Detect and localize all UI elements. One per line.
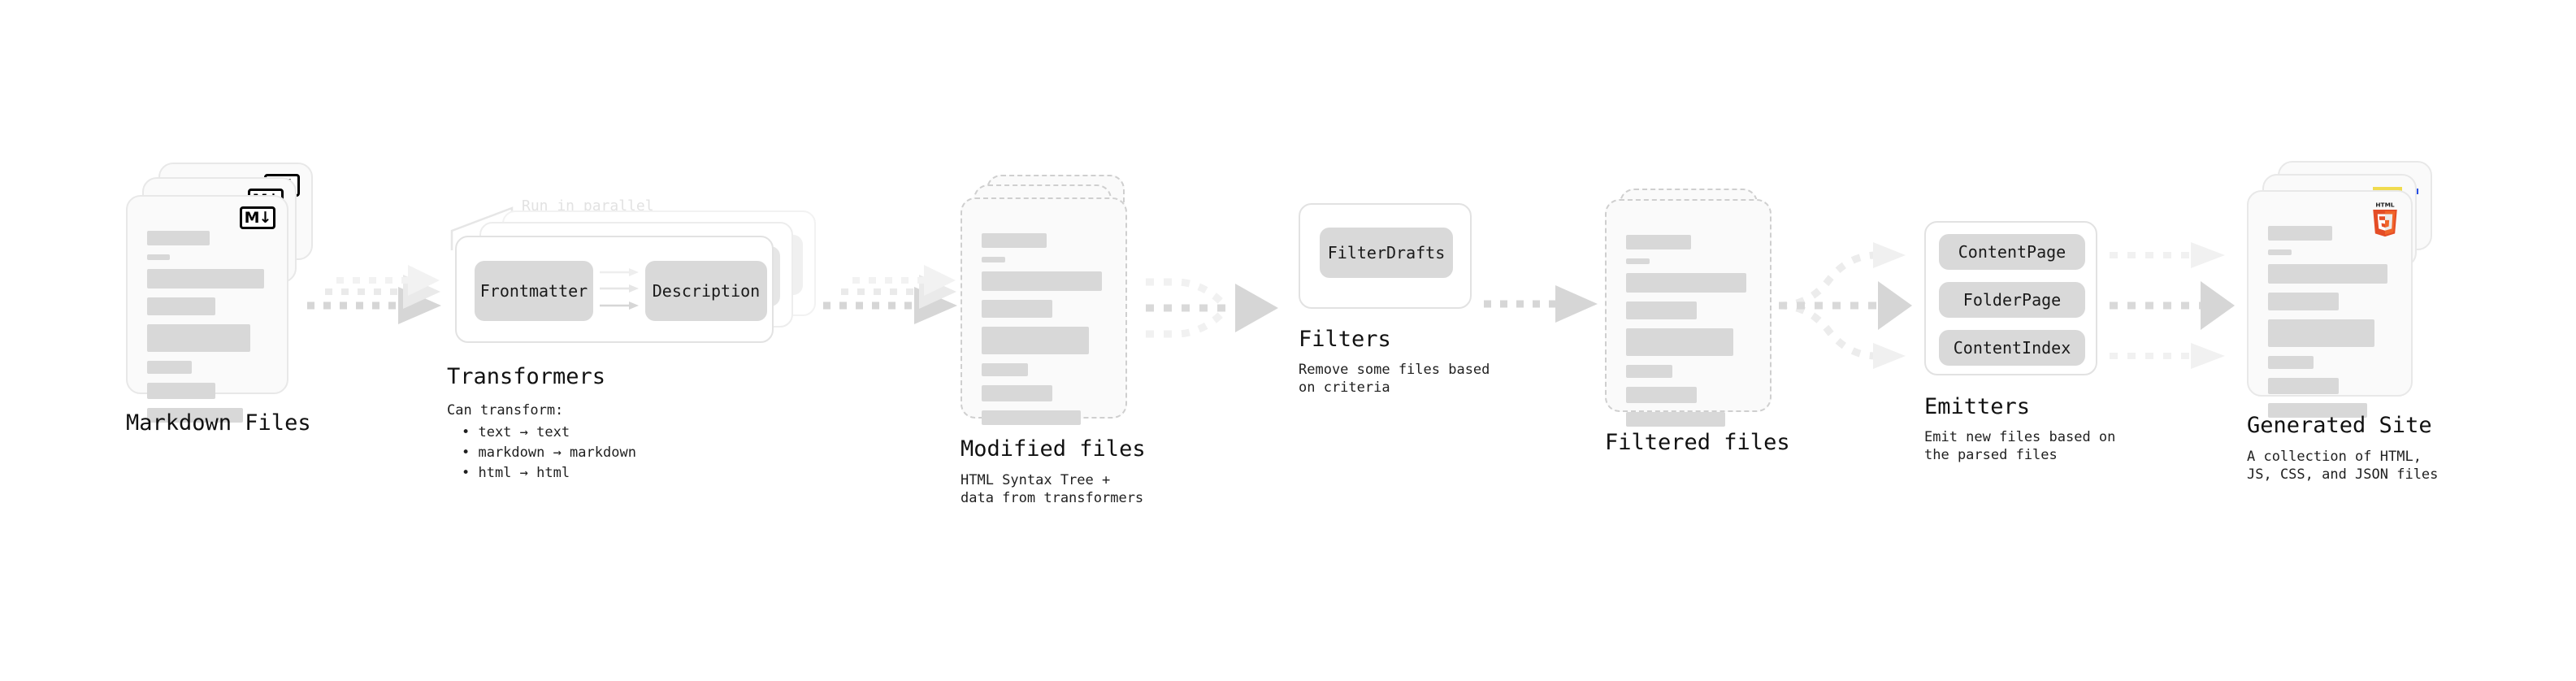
transformer-chip-label: Description: [652, 281, 761, 301]
connector-md-to-transformers: [307, 260, 453, 349]
connector-filtered-to-emitters: [1776, 237, 1922, 375]
html5-icon: HTML: [2373, 201, 2397, 237]
modified-placeholder-lines: [982, 233, 1106, 425]
transformers-subtitle: Can transform:: [447, 402, 564, 419]
emitters-subtitle: Emit new files based on the parsed files: [1924, 429, 2116, 463]
transformer-inner-arrows: [600, 268, 639, 310]
run-in-parallel-label: Run in parallel: [522, 197, 654, 215]
transformers-bullet-1: • text → text: [462, 424, 570, 440]
transformers-bullet-3: • html → html: [462, 465, 570, 481]
emitter-chip-contentpage[interactable]: ContentPage: [1939, 234, 2085, 270]
transformer-chip-description[interactable]: Description: [645, 261, 767, 321]
stage-filtered-files: Filtered files: [1605, 189, 1790, 455]
filtered-doc-front: [1605, 199, 1772, 427]
emitter-chip-folderpage[interactable]: FolderPage: [1939, 282, 2085, 318]
stage-title-transformers: Transformers: [447, 364, 606, 389]
stage-title-filters: Filters: [1299, 327, 1391, 352]
stage-title-modified-files: Modified files: [961, 436, 1146, 462]
filters-panel: FilterDrafts: [1299, 203, 1472, 309]
markdown-doc-stack: M↓ M↓ M↓: [126, 163, 313, 423]
stage-title-filtered-files: Filtered files: [1605, 430, 1790, 455]
filters-subtitle: Remove some files based on criteria: [1299, 362, 1490, 396]
stage-title-markdown-files: Markdown Files: [126, 410, 311, 436]
connector-filters-to-filtered: [1484, 280, 1606, 328]
connector-modified-to-filters: [1136, 248, 1282, 370]
connector-emitters-to-site: [2110, 237, 2248, 375]
filter-chip-filterdrafts[interactable]: FilterDrafts: [1320, 228, 1453, 278]
emitters-panel: ContentPage FolderPage ContentIndex: [1924, 221, 2097, 375]
transformer-chip-label: Frontmatter: [479, 281, 588, 301]
transformer-panel-front: Frontmatter Description: [455, 236, 774, 343]
site-doc-stack: CSS HTML: [2247, 161, 2434, 418]
stage-markdown-files: M↓ M↓ M↓ Markdown Fi: [126, 163, 313, 436]
filter-chip-label: FilterDrafts: [1327, 243, 1446, 262]
emitter-chip-label: ContentIndex: [1953, 338, 2071, 358]
stage-generated-site: CSS HTML: [2247, 161, 2438, 483]
site-placeholder-lines: [2268, 226, 2392, 418]
modified-files-subtitle: HTML Syntax Tree + data from transformer…: [961, 472, 1144, 506]
transformers-bullet-2: • markdown → markdown: [462, 445, 636, 461]
generated-site-subtitle: A collection of HTML, JS, CSS, and JSON …: [2247, 449, 2439, 483]
stage-title-emitters: Emitters: [1924, 394, 2031, 419]
svg-text:HTML: HTML: [2375, 201, 2395, 208]
site-doc-front: HTML: [2247, 190, 2413, 418]
stage-modified-files: Modified files HTML Syntax Tree + data f…: [961, 175, 1146, 506]
filtered-doc-stack: [1605, 189, 1780, 427]
modified-doc-front: [961, 197, 1127, 425]
markdown-doc-front: M↓: [126, 195, 288, 423]
filtered-placeholder-lines: [1626, 235, 1750, 427]
emitter-chip-label: ContentPage: [1958, 242, 2066, 262]
markdown-placeholder-lines: [147, 231, 267, 423]
emitter-chip-label: FolderPage: [1962, 290, 2062, 310]
markdown-icon: M↓: [240, 206, 275, 229]
stage-title-generated-site: Generated Site: [2247, 413, 2432, 438]
modified-doc-stack: [961, 175, 1135, 425]
emitter-chip-contentindex[interactable]: ContentIndex: [1939, 330, 2085, 366]
transformer-chip-frontmatter[interactable]: Frontmatter: [475, 261, 593, 321]
connector-transformers-to-modified: [823, 260, 969, 349]
